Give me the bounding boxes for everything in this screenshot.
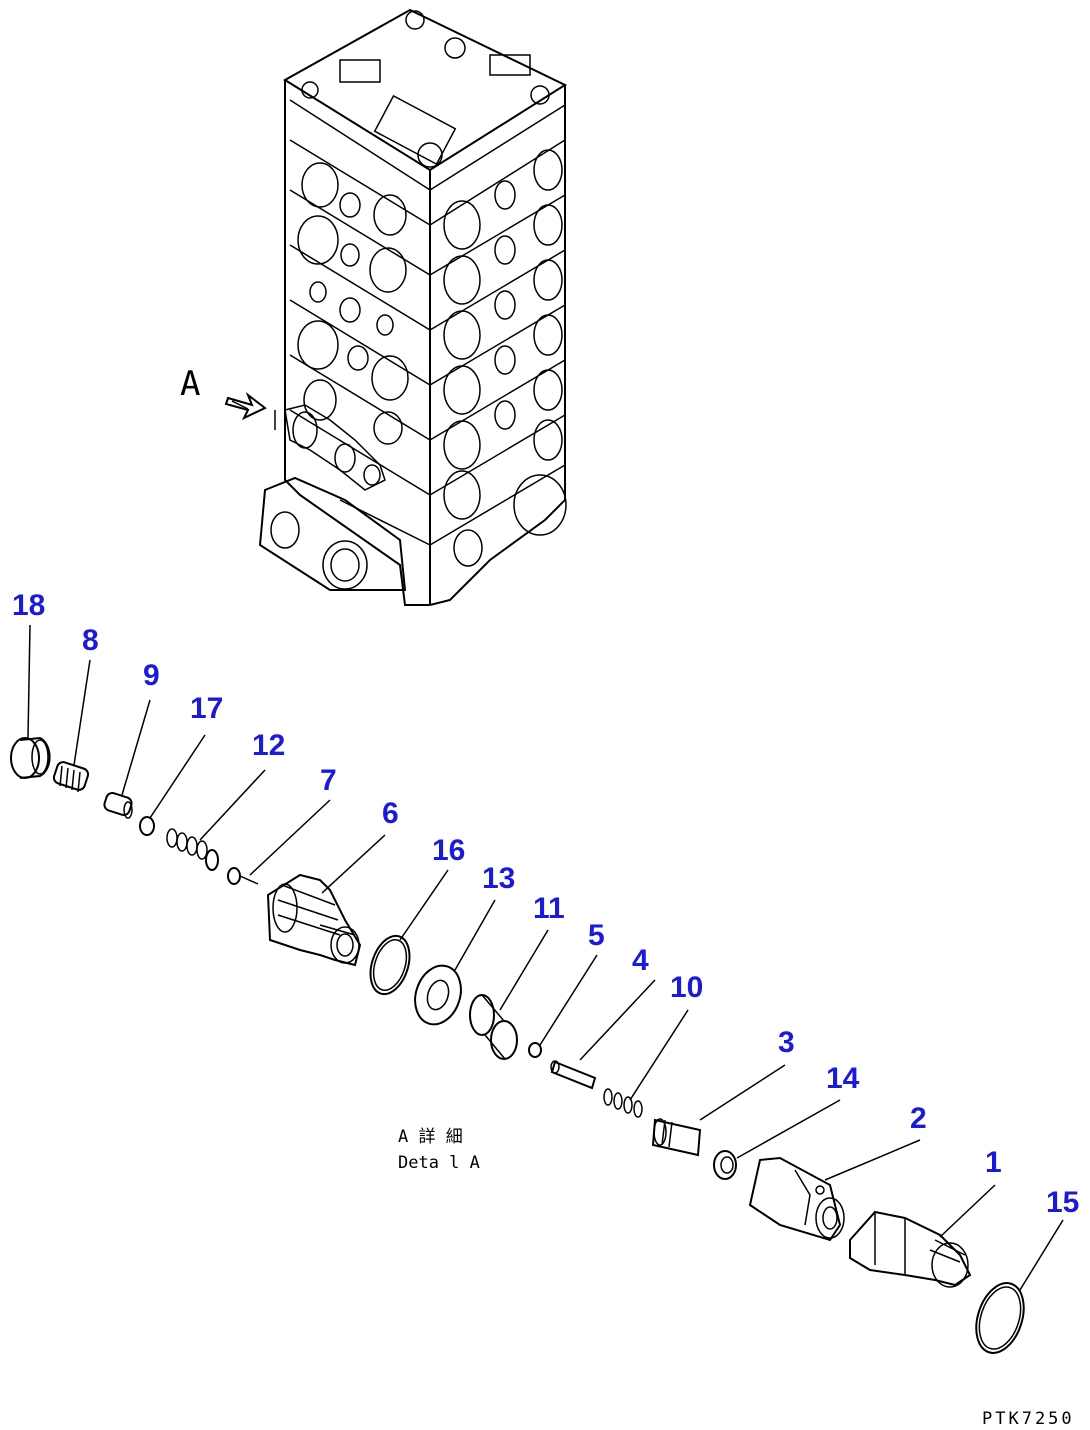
- callout-9: 9: [143, 659, 160, 692]
- drawing-code: PTK7250: [982, 1409, 1075, 1429]
- part-18-cap: [10, 736, 51, 779]
- callout-14: 14: [826, 1062, 860, 1095]
- control-valve-body: [258, 8, 568, 606]
- callout-8: 8: [82, 624, 99, 657]
- part-4-rod: [550, 1060, 597, 1090]
- callout-11: 11: [533, 892, 565, 925]
- callout-13: 13: [482, 862, 515, 895]
- callout-4: 4: [632, 944, 649, 977]
- part-10-spring: [603, 1088, 643, 1118]
- callout-6: 6: [382, 797, 399, 830]
- detail-label-jp: A 詳 細: [398, 1127, 463, 1147]
- callout-numbers: 18 8 9 17 12 7 6 16 13 11 5 4 10 3 14 2 …: [12, 589, 1079, 1219]
- callout-7: 7: [320, 764, 337, 797]
- part-1-plug: [849, 1210, 972, 1288]
- part-12-spring: [166, 828, 219, 871]
- part-11-spring-cup: [469, 994, 518, 1060]
- part-16-o-ring: [369, 934, 411, 996]
- part-3-plunger: [651, 1118, 702, 1157]
- callout-16: 16: [432, 834, 465, 867]
- view-a-arrow-icon: [224, 391, 267, 421]
- callout-2: 2: [910, 1102, 927, 1135]
- part-9-poppet: [103, 791, 133, 819]
- part-6-valve-housing: [266, 873, 362, 967]
- callout-10: 10: [670, 971, 703, 1004]
- detail-label-en: Deta l A: [398, 1153, 480, 1173]
- callout-3: 3: [778, 1026, 795, 1059]
- callout-12: 12: [252, 729, 285, 762]
- part-5-piston: [528, 1042, 542, 1058]
- part-2-sleeve: [748, 1156, 845, 1242]
- part-8-spring-seat: [52, 761, 90, 793]
- callout-15: 15: [1046, 1186, 1079, 1219]
- part-17-ball: [139, 816, 155, 836]
- part-13-backup-ring: [414, 964, 462, 1026]
- callout-1: 1: [985, 1146, 1002, 1179]
- view-a-letter: A: [180, 364, 200, 404]
- part-7-pin: [227, 867, 259, 885]
- leader-lines: [27, 624, 1064, 1291]
- callout-17: 17: [190, 692, 223, 725]
- callout-5: 5: [588, 919, 605, 952]
- part-14-ring: [713, 1150, 737, 1180]
- part-15-o-ring: [975, 1282, 1025, 1354]
- callout-18: 18: [12, 589, 45, 622]
